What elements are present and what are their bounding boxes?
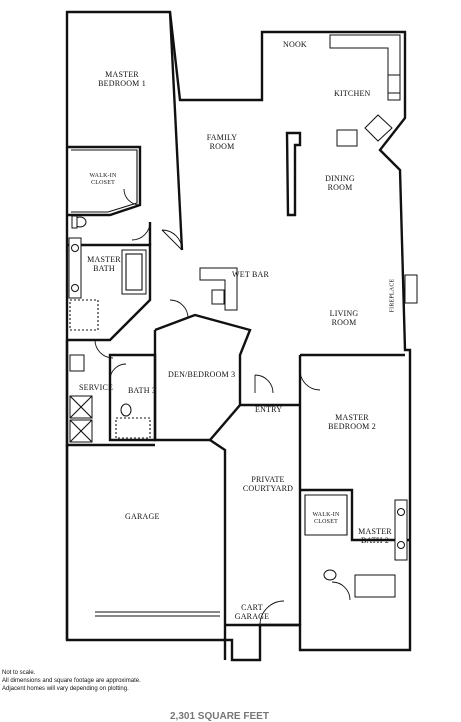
room-label-service: SERVICE	[79, 383, 114, 392]
garage-door	[95, 611, 220, 617]
room-label-master-bath-2: MASTER BATH 2	[358, 527, 392, 545]
dryer-x	[69, 419, 93, 443]
sink	[397, 508, 405, 516]
toilet	[323, 569, 337, 581]
plan-notes: Not to scale. All dimensions and square …	[2, 669, 141, 693]
bathtub-inner	[125, 253, 143, 291]
square-footage-caption: 2,301 SQUARE FEET	[170, 711, 269, 722]
room-label-nook: NOOK	[283, 40, 307, 49]
door-swing	[131, 221, 151, 241]
room-label-master-bedroom-2: MASTER BEDROOM 2	[328, 413, 376, 431]
room-label-dining-room: DINING ROOM	[325, 174, 355, 192]
toilet-tank	[71, 215, 78, 229]
door-swing	[331, 581, 351, 601]
room-label-walk-in-closet-1: WALK-IN CLOSET	[89, 173, 117, 186]
fireplace	[404, 274, 418, 304]
washer-x	[69, 395, 93, 419]
door-swing	[94, 339, 114, 359]
door-swing	[299, 369, 321, 391]
room-label-fireplace: FIREPLACE	[389, 278, 396, 313]
room-label-entry: ENTRY	[255, 405, 283, 414]
toilet	[120, 403, 132, 417]
room-label-bath-3: BATH 3	[128, 386, 157, 395]
wall	[304, 494, 348, 536]
wall	[168, 11, 184, 251]
room-label-master-bedroom-1: MASTER BEDROOM 1	[98, 70, 146, 88]
note-line: Adjacent homes will vary depending on pl…	[2, 686, 129, 692]
kitchen-island	[336, 129, 358, 147]
room-label-garage: GARAGE	[125, 512, 160, 521]
note-line: All dimensions and square footage are ap…	[2, 678, 141, 684]
room-label-den-bedroom-3: DEN/BEDROOM 3	[168, 370, 236, 379]
door-swing	[123, 188, 141, 206]
range	[387, 74, 401, 94]
wall	[108, 353, 157, 442]
wall	[67, 243, 152, 342]
vanity	[68, 237, 82, 299]
room-label-kitchen: KITCHEN	[334, 89, 371, 98]
wall	[71, 149, 138, 213]
bathtub	[354, 574, 396, 598]
room-label-family-room: FAMILY ROOM	[206, 133, 238, 151]
door-swing	[169, 299, 189, 319]
room-label-walk-in-closet-2: WALK-IN CLOSET	[312, 512, 340, 525]
shower	[69, 299, 99, 331]
room-label-living-room: LIVING ROOM	[329, 309, 359, 327]
exterior-wall	[65, 10, 412, 662]
wall	[300, 488, 410, 542]
wet-bar	[199, 267, 238, 311]
wall	[153, 313, 252, 442]
door-swing	[161, 229, 183, 251]
door-swing	[109, 363, 127, 381]
door-swing	[254, 374, 274, 394]
utility-sink	[69, 354, 85, 372]
room-label-master-bath-1: MASTER BATH	[87, 255, 121, 273]
wet-bar-sink	[211, 289, 225, 305]
room-label-private-courtyard: PRIVATE COURTYARD	[242, 475, 294, 493]
room-label-cart-garage: CART GARAGE	[234, 603, 270, 621]
sink	[71, 284, 79, 292]
note-line: Not to scale.	[2, 670, 36, 676]
wall	[209, 439, 227, 660]
sink	[71, 244, 79, 252]
sink	[397, 541, 405, 549]
room-label-wet-bar: WET BAR	[232, 270, 270, 279]
shower	[115, 417, 151, 439]
wall	[285, 131, 302, 217]
door-swing	[259, 600, 285, 626]
kitchen-corner	[364, 114, 393, 142]
